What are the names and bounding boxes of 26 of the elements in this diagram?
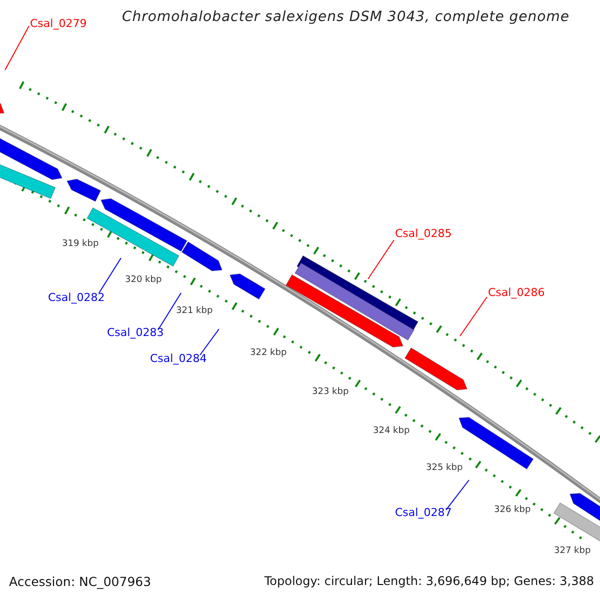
leader-line [460,296,488,336]
leader-line [98,258,122,294]
title: Chromohalobacter salexigens DSM 3043, complete genome [122,9,570,25]
leader-line [446,480,470,510]
gene-label: Csal_0284 [150,352,207,365]
gene-label: Csal_0282 [48,291,105,304]
gene-label: Csal_0283 [107,326,164,339]
scale-label: 326 kbp [494,505,531,515]
scale-label: 322 kbp [250,348,287,358]
gene-label: Csal_0286 [488,286,545,299]
scale-label: 320 kbp [125,275,162,285]
scale-label: 327 kbp [554,546,591,556]
gene-label: Csal_0285 [395,227,452,240]
leader-line [368,240,394,280]
leader-line [200,328,220,356]
footer-text: Accession: NC_007963 [9,574,152,589]
scale-label: 324 kbp [373,426,410,436]
scale-label: 319 kbp [62,239,99,249]
gene-label: Csal_0287 [395,506,452,519]
leader-line [4,26,30,70]
scale-label: 321 kbp [176,306,213,316]
leader-line [158,292,182,330]
scale-label: 323 kbp [312,387,349,397]
footer-text: Topology: circular; Length: 3,696,649 bp; Genes: 3,388 [264,574,594,588]
scale-label: 325 kbp [426,463,463,473]
gene-label: Csal_0279 [30,17,87,30]
